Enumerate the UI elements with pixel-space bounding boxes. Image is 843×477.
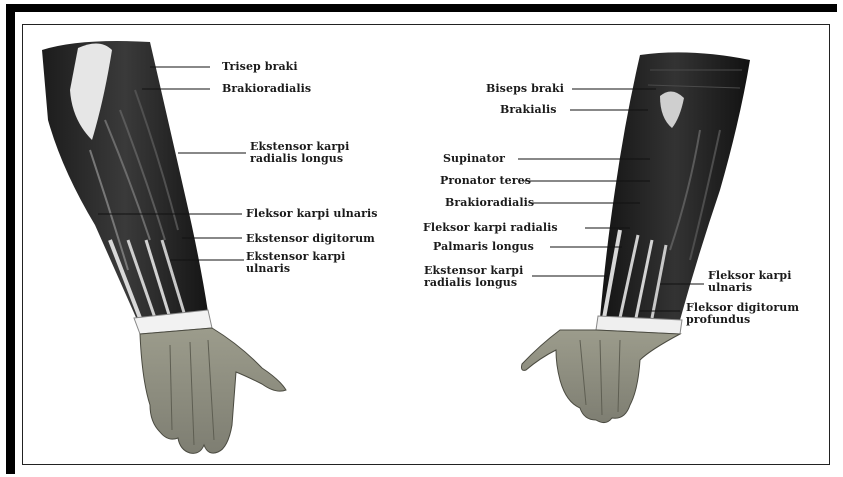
label-ekstensor-karpi-ulnaris-2: ulnaris [246, 263, 290, 275]
label-trisep-braki: Trisep braki [222, 61, 298, 73]
label-biseps-braki: Biseps braki [486, 83, 564, 95]
left-hand [140, 328, 286, 453]
label-brakialis: Brakialis [500, 104, 557, 116]
label-fleksor-karpi-radialis: Fleksor karpi radialis [423, 222, 558, 234]
label-supinator: Supinator [443, 153, 505, 165]
label-fleksor-karpi-ulnaris-right-2: ulnaris [708, 282, 752, 294]
label-ekstensor-karpi-radialis-longus-right-2: radialis longus [424, 277, 517, 289]
label-fleksor-karpi-ulnaris-left: Fleksor karpi ulnaris [246, 208, 378, 220]
label-brakioradialis-right: Brakioradialis [445, 197, 534, 209]
label-pronator-teres: Pronator teres [440, 175, 531, 187]
left-arm-posterior [42, 41, 286, 453]
label-ekstensor-digitorum: Ekstensor digitorum [246, 233, 375, 245]
label-fleksor-digitorum-profundus-2: profundus [686, 314, 750, 326]
label-ekstensor-karpi-radialis-longus-left-2: radialis longus [250, 153, 343, 165]
label-palmaris-longus: Palmaris longus [433, 241, 534, 253]
label-brakioradialis-left: Brakioradialis [222, 83, 311, 95]
